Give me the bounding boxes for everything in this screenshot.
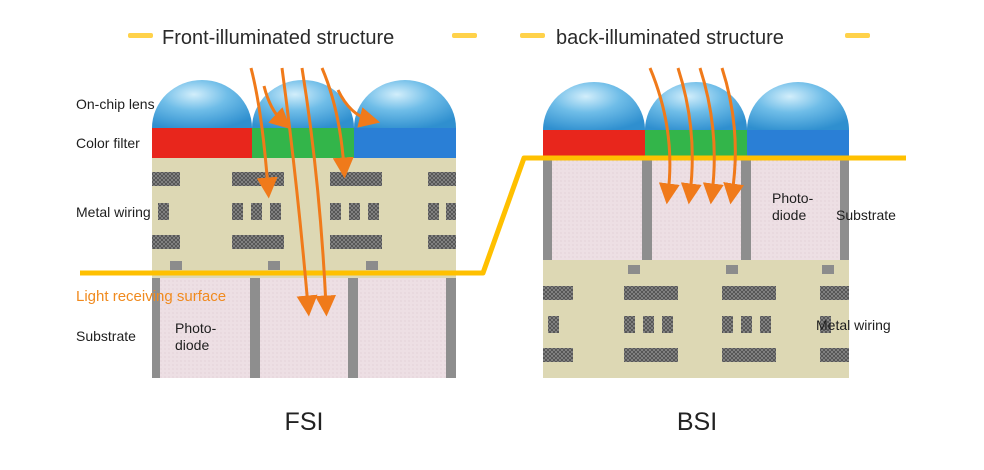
fsi-title-decoration bbox=[128, 33, 477, 38]
fsi-label-substrate: Substrate bbox=[76, 328, 136, 344]
bsi-light-arrows bbox=[648, 67, 744, 205]
bsi-metal-wiring-layer bbox=[543, 260, 849, 378]
fsi-color-filters bbox=[152, 128, 456, 158]
bsi-title: back-illuminated structure bbox=[556, 27, 784, 49]
bsi-title-decoration bbox=[520, 33, 870, 38]
bsi-color-filters bbox=[543, 130, 849, 158]
fsi-label-light-receiving-surface: Light receiving surface bbox=[76, 288, 226, 305]
bsi-substrate bbox=[543, 158, 849, 260]
bsi-wires bbox=[543, 265, 849, 362]
fsi-label-photodiode-line2: diode bbox=[175, 337, 209, 353]
bsi-caption: BSI bbox=[677, 408, 717, 436]
fsi-label-metal-wiring: Metal wiring bbox=[76, 204, 151, 220]
fsi-caption: FSI bbox=[285, 408, 324, 436]
bsi-label-photodiode-line2: diode bbox=[772, 207, 806, 223]
bsi-label-photodiode-line1: Photo- bbox=[772, 190, 814, 206]
bsi-on-chip-lenses bbox=[543, 82, 849, 130]
bsi-structure bbox=[543, 82, 849, 378]
fsi-wires bbox=[152, 172, 456, 270]
fsi-title: Front-illuminated structure bbox=[162, 27, 394, 49]
fsi-light-arrows bbox=[249, 67, 381, 317]
fsi-label-color-filter: Color filter bbox=[76, 135, 140, 151]
fsi-label-photodiode-line1: Photo- bbox=[175, 320, 217, 336]
bsi-label-metal-wiring: Metal wiring bbox=[816, 317, 891, 333]
fsi-label-on-chip-lens: On-chip lens bbox=[76, 96, 155, 112]
bsi-label-substrate: Substrate bbox=[836, 207, 896, 223]
